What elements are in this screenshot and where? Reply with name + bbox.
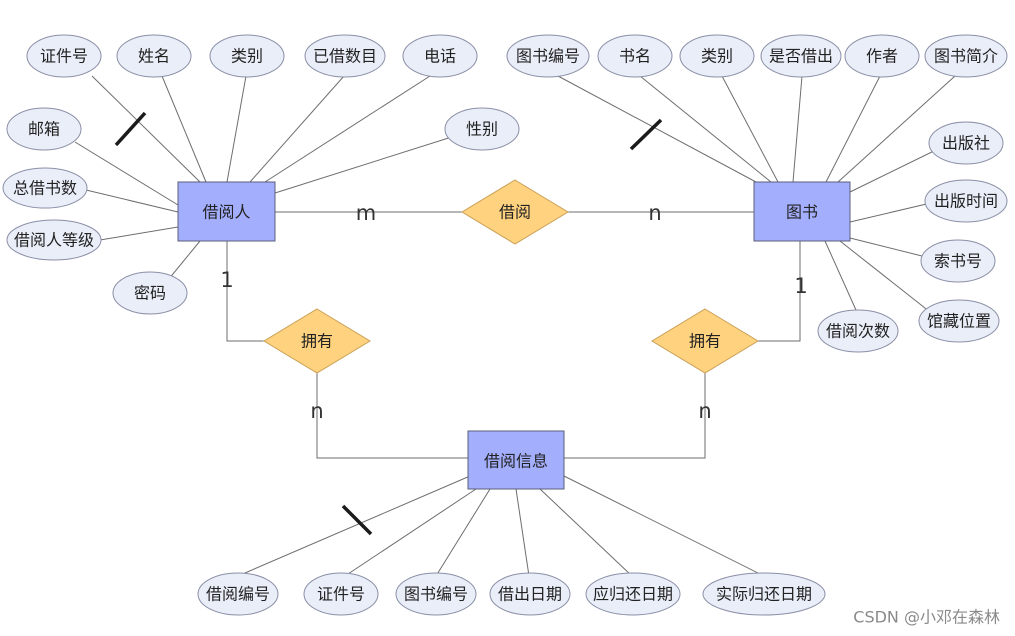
entity-book: 图书 xyxy=(753,181,851,242)
key-mark-borrower xyxy=(114,111,147,147)
entity-borrower-label: 借阅人 xyxy=(202,203,250,222)
relationship-own-left: 拥有 xyxy=(263,308,371,374)
attr-borrower-email: 邮箱 xyxy=(28,120,60,139)
entity-borrow-info-label: 借阅信息 xyxy=(484,452,548,471)
card-borrow-left: m xyxy=(356,201,376,225)
attr-book-pub-time: 出版时间 xyxy=(934,192,998,211)
book-attribute-links xyxy=(557,75,956,313)
relationship-links xyxy=(226,211,801,459)
relationship-own-right-label: 拥有 xyxy=(689,332,721,351)
entity-book-label: 图书 xyxy=(786,203,818,222)
watermark: CSDN @小邓在森林 xyxy=(853,608,1000,627)
attr-info-due-date: 应归还日期 xyxy=(593,585,673,604)
attr-book-author: 作者 xyxy=(866,47,898,66)
key-mark-borrow-info xyxy=(341,504,373,536)
borrower-attributes: 证件号 姓名 类别 已借数目 电话 性别 邮箱 总借书数 借阅人等级 密码 xyxy=(2,34,520,315)
relationship-borrow: 借阅 xyxy=(461,179,569,245)
attr-book-is-lent: 是否借出 xyxy=(769,47,833,66)
entity-borrow-info: 借阅信息 xyxy=(467,430,565,490)
attr-info-record-no: 借阅编号 xyxy=(206,585,270,604)
attr-borrower-borrowed-count: 已借数目 xyxy=(313,47,377,66)
card-own-left-top: 1 xyxy=(220,268,233,292)
card-borrow-right: n xyxy=(648,201,661,225)
book-attributes: 图书编号 书名 类别 是否借出 作者 图书简介 出版社 出版时间 索书号 馆藏位… xyxy=(506,34,1008,353)
attr-borrower-level: 借阅人等级 xyxy=(14,231,94,250)
attr-book-call-no: 索书号 xyxy=(934,252,982,271)
card-own-left-bottom: n xyxy=(310,399,323,423)
attr-book-publisher: 出版社 xyxy=(942,134,990,153)
cardinality-labels: m n 1 n 1 n xyxy=(220,201,807,423)
attr-book-borrow-times: 借阅次数 xyxy=(826,322,890,341)
relationship-borrow-label: 借阅 xyxy=(499,203,531,222)
borrow-info-attributes: 借阅编号 证件号 图书编号 借出日期 应归还日期 实际归还日期 xyxy=(197,572,826,616)
attr-info-return-date: 实际归还日期 xyxy=(716,585,812,604)
attr-borrower-password: 密码 xyxy=(134,284,166,303)
attr-book-summary: 图书简介 xyxy=(934,47,998,66)
attr-info-id-no: 证件号 xyxy=(317,585,365,604)
key-marks xyxy=(114,111,663,536)
attr-borrower-gender: 性别 xyxy=(466,120,498,139)
attr-info-book-no: 图书编号 xyxy=(404,585,468,604)
attr-borrower-name: 姓名 xyxy=(138,47,170,66)
relationship-own-left-label: 拥有 xyxy=(301,332,333,351)
attr-book-title: 书名 xyxy=(619,47,651,66)
attr-book-book-no: 图书编号 xyxy=(516,47,580,66)
card-own-right-top: 1 xyxy=(794,274,807,298)
attr-borrower-total-borrowed: 总借书数 xyxy=(13,179,77,198)
key-mark-book xyxy=(629,118,663,151)
attr-book-category: 类别 xyxy=(701,47,733,66)
borrower-attribute-links xyxy=(74,75,459,281)
card-own-right-bottom: n xyxy=(698,399,711,423)
entity-borrower: 借阅人 xyxy=(177,181,276,242)
attr-book-location: 馆藏位置 xyxy=(927,312,991,331)
attr-borrower-category: 类别 xyxy=(231,47,263,66)
borrow-info-attribute-links xyxy=(237,475,765,577)
attr-info-out-date: 借出日期 xyxy=(498,585,562,604)
attr-borrower-phone: 电话 xyxy=(424,47,456,66)
attr-borrower-id-no: 证件号 xyxy=(40,47,88,66)
relationship-own-right: 拥有 xyxy=(651,308,759,374)
